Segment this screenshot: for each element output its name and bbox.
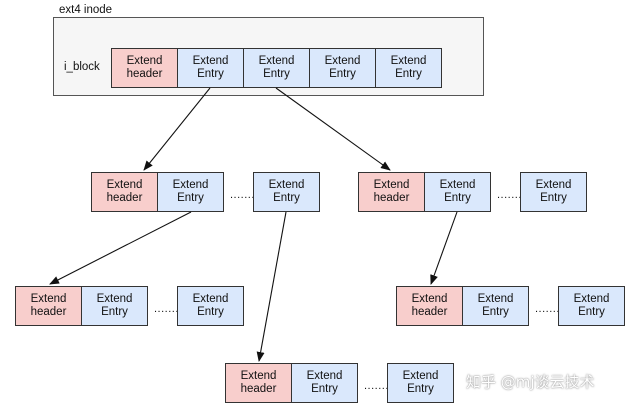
l1-right-extend-entry: Extend Entry: [424, 172, 491, 212]
l2-left-extend-header: Extend header: [15, 286, 82, 326]
l2-right-extend-header: Extend header: [396, 286, 463, 326]
inode-extend-entry-1: Extend Entry: [177, 48, 244, 88]
inode-extend-entry-4: Extend Entry: [375, 48, 442, 88]
l3-last-entry: Extend Entry: [387, 363, 454, 403]
inode-title: ext4 inode: [59, 4, 113, 16]
l3-extend-header: Extend header: [225, 363, 292, 403]
l1-left-ellipsis: .......: [230, 189, 255, 201]
l2-right-extend-entry: Extend Entry: [462, 286, 529, 326]
l1-right-last-entry: Extend Entry: [520, 172, 587, 212]
l2-left-last-entry: Extend Entry: [177, 286, 244, 326]
i-block-label: i_block: [64, 61, 100, 73]
l3-ellipsis: .......: [364, 380, 389, 392]
l2-right-ellipsis: .......: [535, 303, 560, 315]
arrow-inode-to-l1-left: [143, 87, 211, 171]
arrow-l1-left-to-l2-left: [49, 211, 192, 285]
l1-right-ellipsis: .......: [497, 189, 522, 201]
l1-left-extend-entry: Extend Entry: [157, 172, 224, 212]
arrow-l1-right-to-l2-right: [430, 211, 458, 285]
arrow-l1-left-to-l3: [256, 211, 287, 362]
arrow-inode-to-l1-right: [275, 87, 391, 171]
l2-left-ellipsis: .......: [154, 303, 179, 315]
inode-extend-entry-2: Extend Entry: [243, 48, 310, 88]
l1-left-last-entry: Extend Entry: [253, 172, 320, 212]
l2-right-last-entry: Extend Entry: [558, 286, 625, 326]
l3-extend-entry: Extend Entry: [291, 363, 358, 403]
inode-extend-header: Extend header: [111, 48, 178, 88]
l2-left-extend-entry: Extend Entry: [81, 286, 148, 326]
inode-extend-entry-3: Extend Entry: [309, 48, 376, 88]
watermark: 知乎 @mj谈云技术: [466, 373, 595, 391]
